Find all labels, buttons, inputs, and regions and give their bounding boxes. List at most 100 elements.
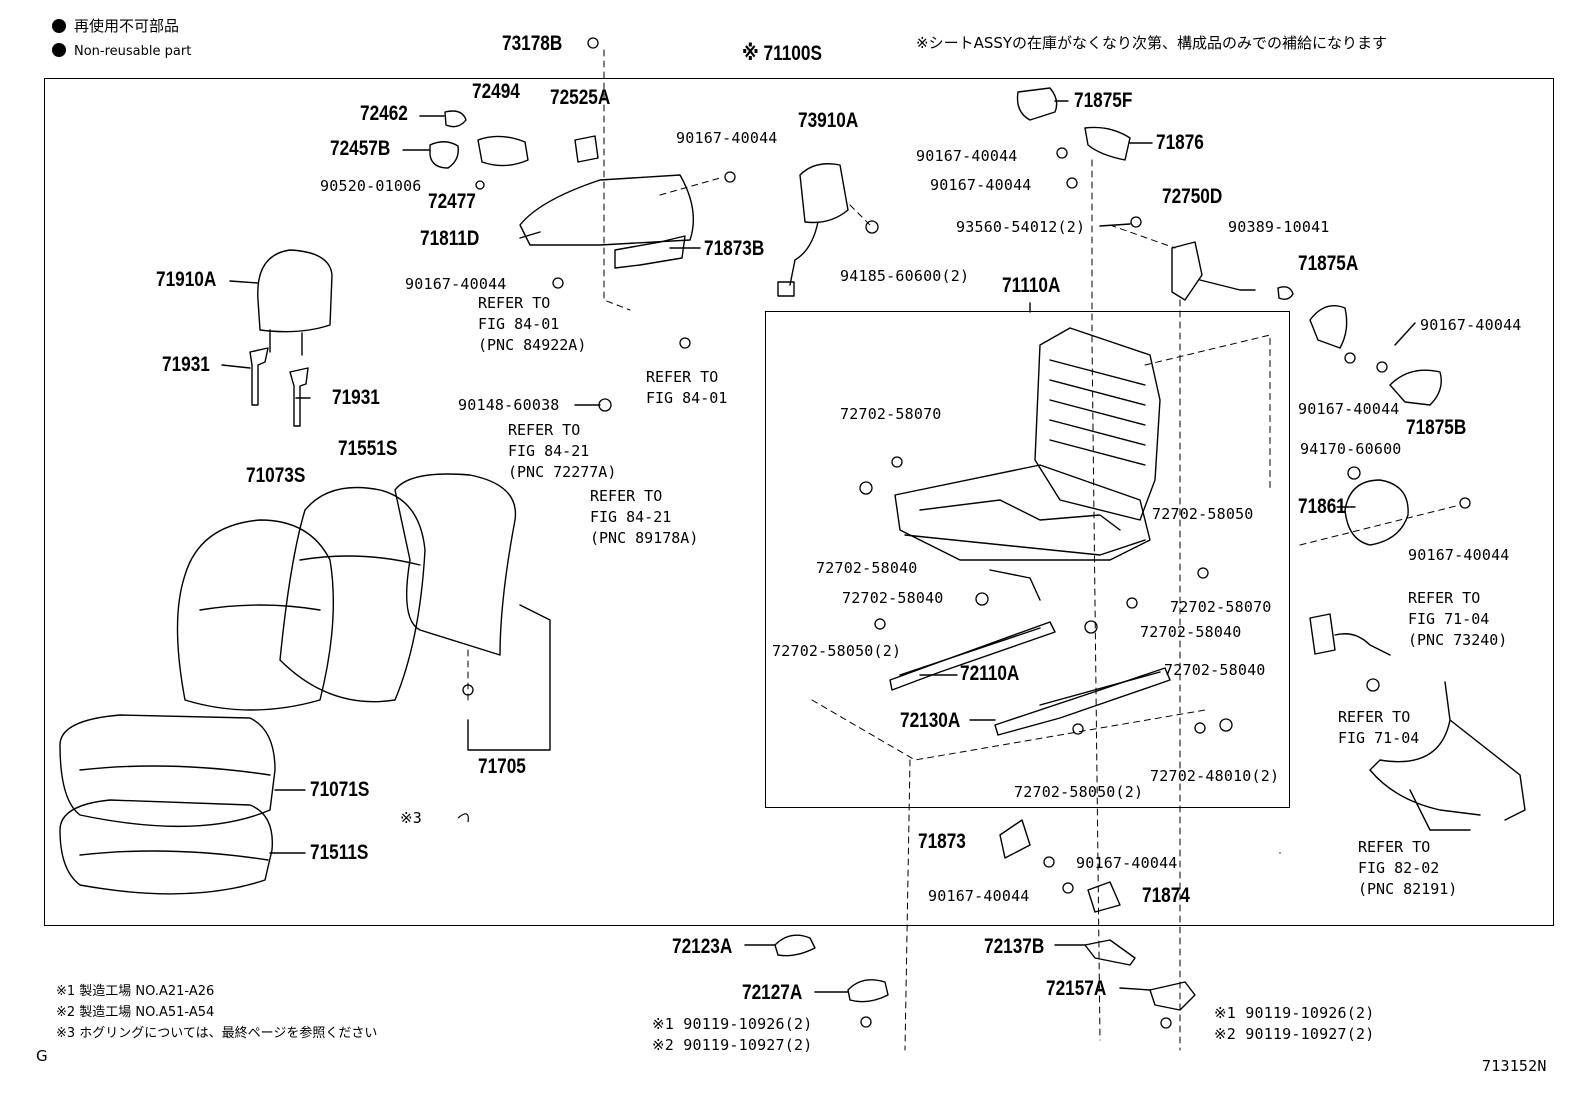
part-72127A [847, 979, 889, 1003]
part-label[interactable]: 72702-58040 [842, 589, 944, 607]
motor-drawing [1171, 241, 1203, 301]
figure-code: 713152N [1482, 1057, 1547, 1075]
headrest-drawing [257, 249, 333, 356]
lever-drawing [477, 135, 529, 167]
cover-71875A [1309, 305, 1348, 349]
part-label[interactable]: 90167-40044 [1298, 400, 1400, 418]
frame-sub-assembly-box [765, 311, 1290, 808]
header-note: ※シートASSYの在庫がなくなり次第、構成品のみでの補給になります [916, 34, 1388, 52]
part-label[interactable]: 72702-48010(2) [1150, 767, 1280, 785]
part-label[interactable]: 71705 [478, 755, 526, 778]
part-label[interactable]: 71811D [420, 227, 480, 250]
guide-drawing-2 [289, 367, 309, 427]
part-label[interactable]: 71875A [1298, 252, 1359, 275]
part-label[interactable]: 90167-40044 [1408, 546, 1510, 564]
part-label[interactable]: 72702-58070 [840, 405, 942, 423]
part-label[interactable]: ※1 90119-10926(2) [652, 1015, 813, 1033]
part-label[interactable]: 90389-10041 [1228, 218, 1330, 236]
assembly-frame [44, 78, 1554, 926]
part-label[interactable]: 72157A [1046, 977, 1107, 1000]
refer-note[interactable]: REFER TO FIG 82-02 (PNC 82191) [1358, 838, 1458, 898]
knob-drawing [429, 141, 459, 169]
part-label[interactable]: ※2 90119-10927(2) [652, 1036, 813, 1054]
refer-note[interactable]: REFER TO FIG 84-21 (PNC 72277A) [508, 421, 617, 481]
part-label[interactable]: 90520-01006 [320, 177, 422, 195]
part-label[interactable]: 71876 [1156, 131, 1204, 154]
part-label[interactable]: 72137B [984, 935, 1045, 958]
part-label[interactable]: 71551S [338, 437, 398, 460]
track-drawing-2 [994, 667, 1171, 736]
part-label[interactable]: 90167-40044 [1076, 854, 1178, 872]
part-label[interactable]: 72525A [550, 86, 611, 109]
recliner-cover [519, 174, 695, 246]
part-label[interactable]: 71910A [156, 268, 217, 291]
bracket-71875F [1016, 87, 1058, 121]
bracket-71876 [1084, 126, 1131, 161]
legend-en-text: Non-reusable part [74, 44, 192, 59]
part-label[interactable]: 90148-60038 [458, 396, 560, 414]
part-label[interactable]: 71875F [1074, 89, 1133, 112]
part-label[interactable]: 71875B [1406, 416, 1467, 439]
non-reusable-dot-icon [52, 19, 66, 33]
refer-note[interactable]: REFER TO FIG 71-04 (PNC 73240) [1408, 589, 1508, 649]
legend-jp-text: 再使用不可部品 [74, 17, 180, 35]
part-label[interactable]: 71511S [310, 841, 369, 864]
footnote-3: ※3 ホグリングについては、最終ページを参照ください [56, 1026, 378, 1041]
part-label[interactable]: 72702-58050(2) [772, 642, 902, 660]
seatback-cover-1 [176, 519, 335, 711]
airbag-drawing [799, 163, 849, 224]
part-label[interactable]: 71073S [246, 464, 306, 487]
part-label[interactable]: 71873 [918, 830, 966, 853]
part-label[interactable]: 90167-40044 [916, 147, 1018, 165]
part-label[interactable]: 73910A [798, 109, 859, 132]
part-label[interactable]: 72127A [742, 981, 803, 1004]
refer-note[interactable]: REFER TO FIG 84-21 (PNC 89178A) [590, 487, 699, 547]
refer-note[interactable]: REFER TO FIG 71-04 [1338, 708, 1420, 747]
part-label[interactable]: 71873B [704, 237, 765, 260]
refer-note[interactable]: REFER TO FIG 84-01 (PNC 84922A) [478, 294, 587, 354]
belt-drawing [1309, 613, 1336, 655]
part-label[interactable]: ※3 [400, 809, 422, 827]
seatback-cover-2 [279, 486, 426, 703]
part-label[interactable]: ※1 90119-10926(2) [1214, 1004, 1375, 1022]
part-label[interactable]: 71874 [1142, 884, 1190, 907]
part-label[interactable]: 90167-40044 [1420, 316, 1522, 334]
part-label[interactable]: 71931 [332, 386, 380, 409]
part-71874 [1087, 881, 1121, 913]
cover-71861 [1344, 479, 1409, 546]
part-label[interactable]: 71071S [310, 778, 370, 801]
part-72157A [1149, 981, 1196, 1011]
refer-note[interactable]: REFER TO FIG 84-01 [646, 368, 728, 407]
assembly-label: ※ 71100S [742, 42, 822, 65]
part-label[interactable]: 72494 [472, 80, 520, 103]
part-label[interactable]: 72702-58040 [1164, 661, 1266, 679]
part-label[interactable]: 90167-40044 [405, 275, 507, 293]
part-label[interactable]: 72702-58070 [1170, 598, 1272, 616]
part-label[interactable]: 90167-40044 [930, 176, 1032, 194]
part-label[interactable]: 72477 [428, 190, 476, 213]
part-label[interactable]: 71931 [162, 353, 210, 376]
part-label[interactable]: 72123A [672, 935, 733, 958]
part-label[interactable]: 72702-58050 [1152, 505, 1254, 523]
part-label[interactable]: ※2 90119-10927(2) [1214, 1025, 1375, 1043]
part-label[interactable]: 72110A [960, 662, 1020, 685]
part-label[interactable]: 72750D [1162, 185, 1223, 208]
part-label[interactable]: 72702-58040 [816, 559, 918, 577]
part-label[interactable]: 90167-40044 [676, 129, 778, 147]
part-label[interactable]: 71861 [1298, 495, 1346, 518]
part-label[interactable]: 72702-58040 [1140, 623, 1242, 641]
part-label[interactable]: 72457B [330, 137, 391, 160]
part-label[interactable]: 93560-54012(2) [956, 218, 1086, 236]
legend-jp: 再使用不可部品 [52, 16, 179, 36]
legend-en: Non-reusable part [52, 42, 191, 62]
part-label[interactable]: 72462 [360, 102, 408, 125]
sub-assembly-label: 71110A [1002, 274, 1061, 297]
seat-frame-drawing [894, 327, 1161, 601]
part-label[interactable]: 73178B [502, 32, 563, 55]
part-label[interactable]: 94185-60600(2) [840, 267, 970, 285]
part-label[interactable]: 90167-40044 [928, 887, 1030, 905]
part-label[interactable]: 94170-60600 [1300, 440, 1402, 458]
part-label[interactable]: 72130A [900, 709, 961, 732]
part-label[interactable]: 72702-58050(2) [1014, 783, 1144, 801]
